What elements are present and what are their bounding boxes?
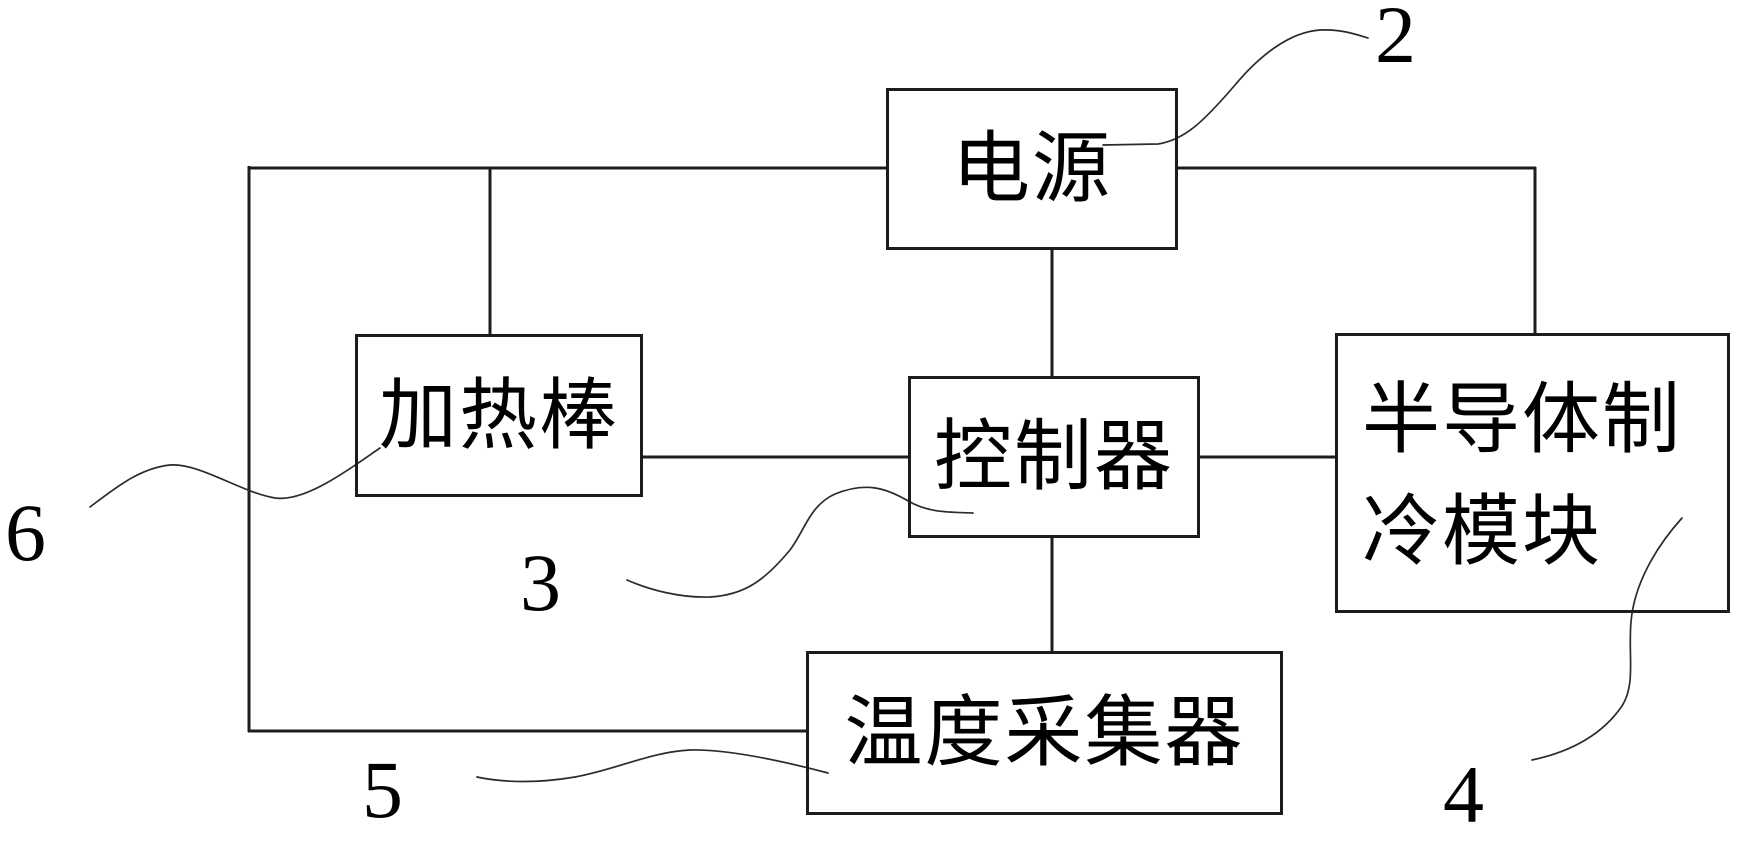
node-temperature-collector-label: 温度采集器	[844, 689, 1245, 776]
node-heating-rod-label: 加热棒	[378, 371, 619, 459]
leader-line-2	[1102, 29, 1369, 146]
node-semiconductor-cooling-module: 半导体制 冷模块	[1335, 333, 1730, 613]
node-power-supply-label: 电源	[951, 125, 1112, 212]
node-heating-rod: 加热棒	[355, 334, 643, 497]
node-controller-label: 控制器	[933, 413, 1174, 500]
callout-ref-2: 2	[1375, 0, 1416, 80]
leader-line-3	[626, 486, 974, 598]
callout-ref-4: 4	[1443, 749, 1484, 840]
callout-ref-6: 6	[5, 487, 46, 578]
callout-ref-3: 3	[520, 537, 561, 628]
leader-line-5	[476, 749, 829, 783]
callout-ref-5: 5	[362, 744, 403, 835]
leader-line-4	[1531, 517, 1683, 761]
node-semiconductor-cooling-module-label-line2: 冷模块	[1362, 488, 1603, 576]
node-temperature-collector: 温度采集器	[806, 651, 1283, 815]
node-controller: 控制器	[908, 376, 1200, 538]
node-power-supply: 电源	[886, 88, 1178, 250]
leader-line-6	[89, 447, 381, 508]
node-semiconductor-cooling-module-label-line1: 半导体制	[1362, 376, 1683, 463]
